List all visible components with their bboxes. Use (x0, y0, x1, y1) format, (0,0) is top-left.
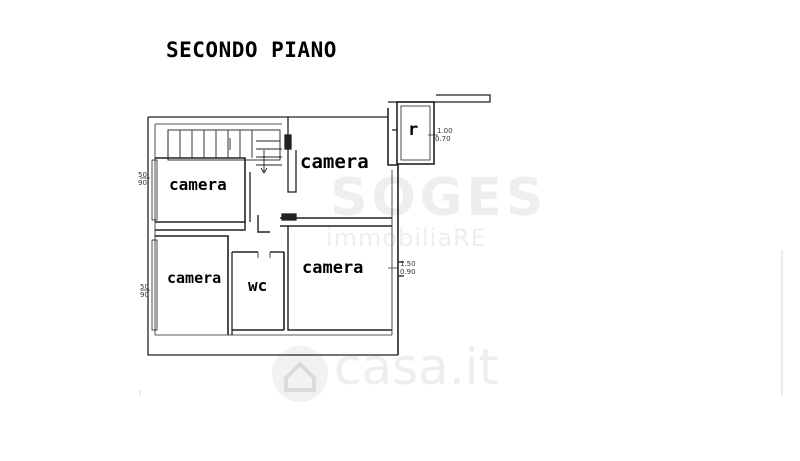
dim-r-bottom: 0.70 (435, 135, 451, 143)
outer-wall (147, 117, 398, 356)
room-r-outline (396, 101, 435, 165)
room-label-camera-left-top: camera (169, 175, 227, 194)
dim-left-top-a: 50 (138, 171, 147, 179)
room-camera-left-bottom-wall (155, 235, 229, 335)
dim-left-bottom-b: 90 (140, 291, 149, 299)
casa-it-text: casa.it (334, 338, 499, 396)
immobiliare-watermark: immobiliaRE (326, 224, 487, 252)
corridor-wall (155, 215, 392, 233)
dim-right-top: 1.50 (400, 260, 416, 268)
room-label-r: r (408, 120, 419, 140)
staircase (167, 129, 282, 174)
dim-right-bottom: 0.90 (400, 268, 416, 276)
dim-left-bottom-a: 50 (140, 283, 149, 291)
room-label-wc: wc (248, 276, 268, 295)
room-camera-right-wall (287, 226, 392, 331)
dim-left-top-b: 90 (138, 179, 147, 187)
room-label-camera-left-bottom: camera (167, 269, 222, 287)
dim-r-top: 1.00 (437, 127, 453, 135)
room-label-camera-top: camera (300, 151, 369, 173)
room-camera-top-wall (287, 117, 297, 193)
right-wall (387, 108, 399, 355)
floor-title: SECONDO PIANO (166, 38, 337, 62)
outer-wall-inner (154, 124, 392, 336)
room-wc-wall (232, 251, 284, 331)
home-icon (272, 346, 328, 402)
room-label-camera-right: camera (302, 258, 364, 278)
casa-it-watermark: casa.it (262, 338, 532, 408)
room-camera-left-top-wall (155, 157, 246, 223)
